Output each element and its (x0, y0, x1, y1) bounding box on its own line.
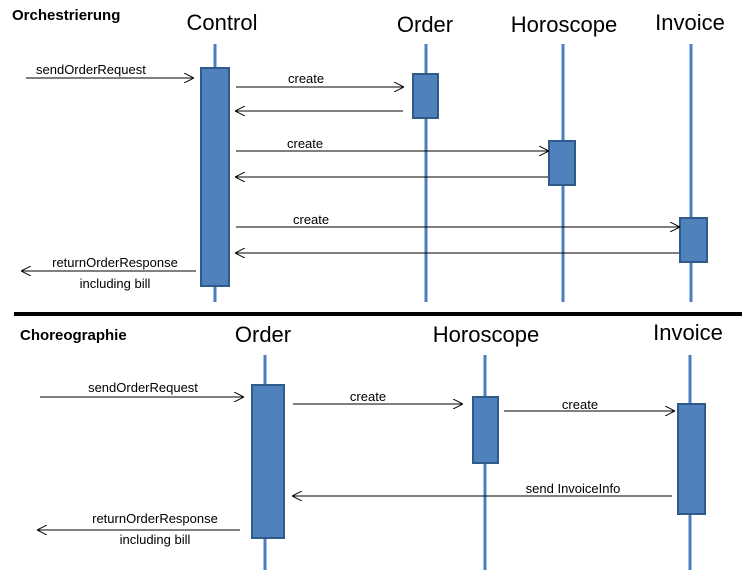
participant-invoice-2: Invoice (653, 320, 723, 345)
activation-order (412, 73, 439, 119)
activation-control (200, 67, 230, 287)
label-including-bill: including bill (80, 276, 151, 291)
label-return-order-response: returnOrderResponse (52, 255, 178, 270)
participant-horoscope-2: Horoscope (433, 322, 539, 347)
activation-horoscope (548, 140, 576, 186)
participant-order: Order (397, 12, 453, 37)
activation-invoice (679, 217, 708, 263)
label-send-invoice-info: send InvoiceInfo (526, 481, 621, 496)
participant-horoscope: Horoscope (511, 12, 617, 37)
label-create-horoscope: create (287, 136, 323, 151)
choreography-title: Choreographie (20, 327, 127, 344)
label-create-invoice-2: create (562, 397, 598, 412)
label-send-order-request: sendOrderRequest (36, 62, 146, 77)
label-including-bill-2: including bill (120, 532, 191, 547)
activation-invoice-2 (677, 403, 706, 515)
label-create-order: create (288, 71, 324, 86)
participant-control: Control (187, 10, 258, 35)
label-create-invoice: create (293, 212, 329, 227)
participant-order-2: Order (235, 322, 291, 347)
activation-order-2 (251, 384, 285, 539)
orchestration-title: Orchestrierung (12, 7, 120, 24)
activation-horoscope-2 (472, 396, 499, 464)
participant-invoice: Invoice (655, 10, 725, 35)
label-create-horoscope-2: create (350, 389, 386, 404)
label-return-order-response-2: returnOrderResponse (92, 511, 218, 526)
label-send-order-request-2: sendOrderRequest (88, 380, 198, 395)
